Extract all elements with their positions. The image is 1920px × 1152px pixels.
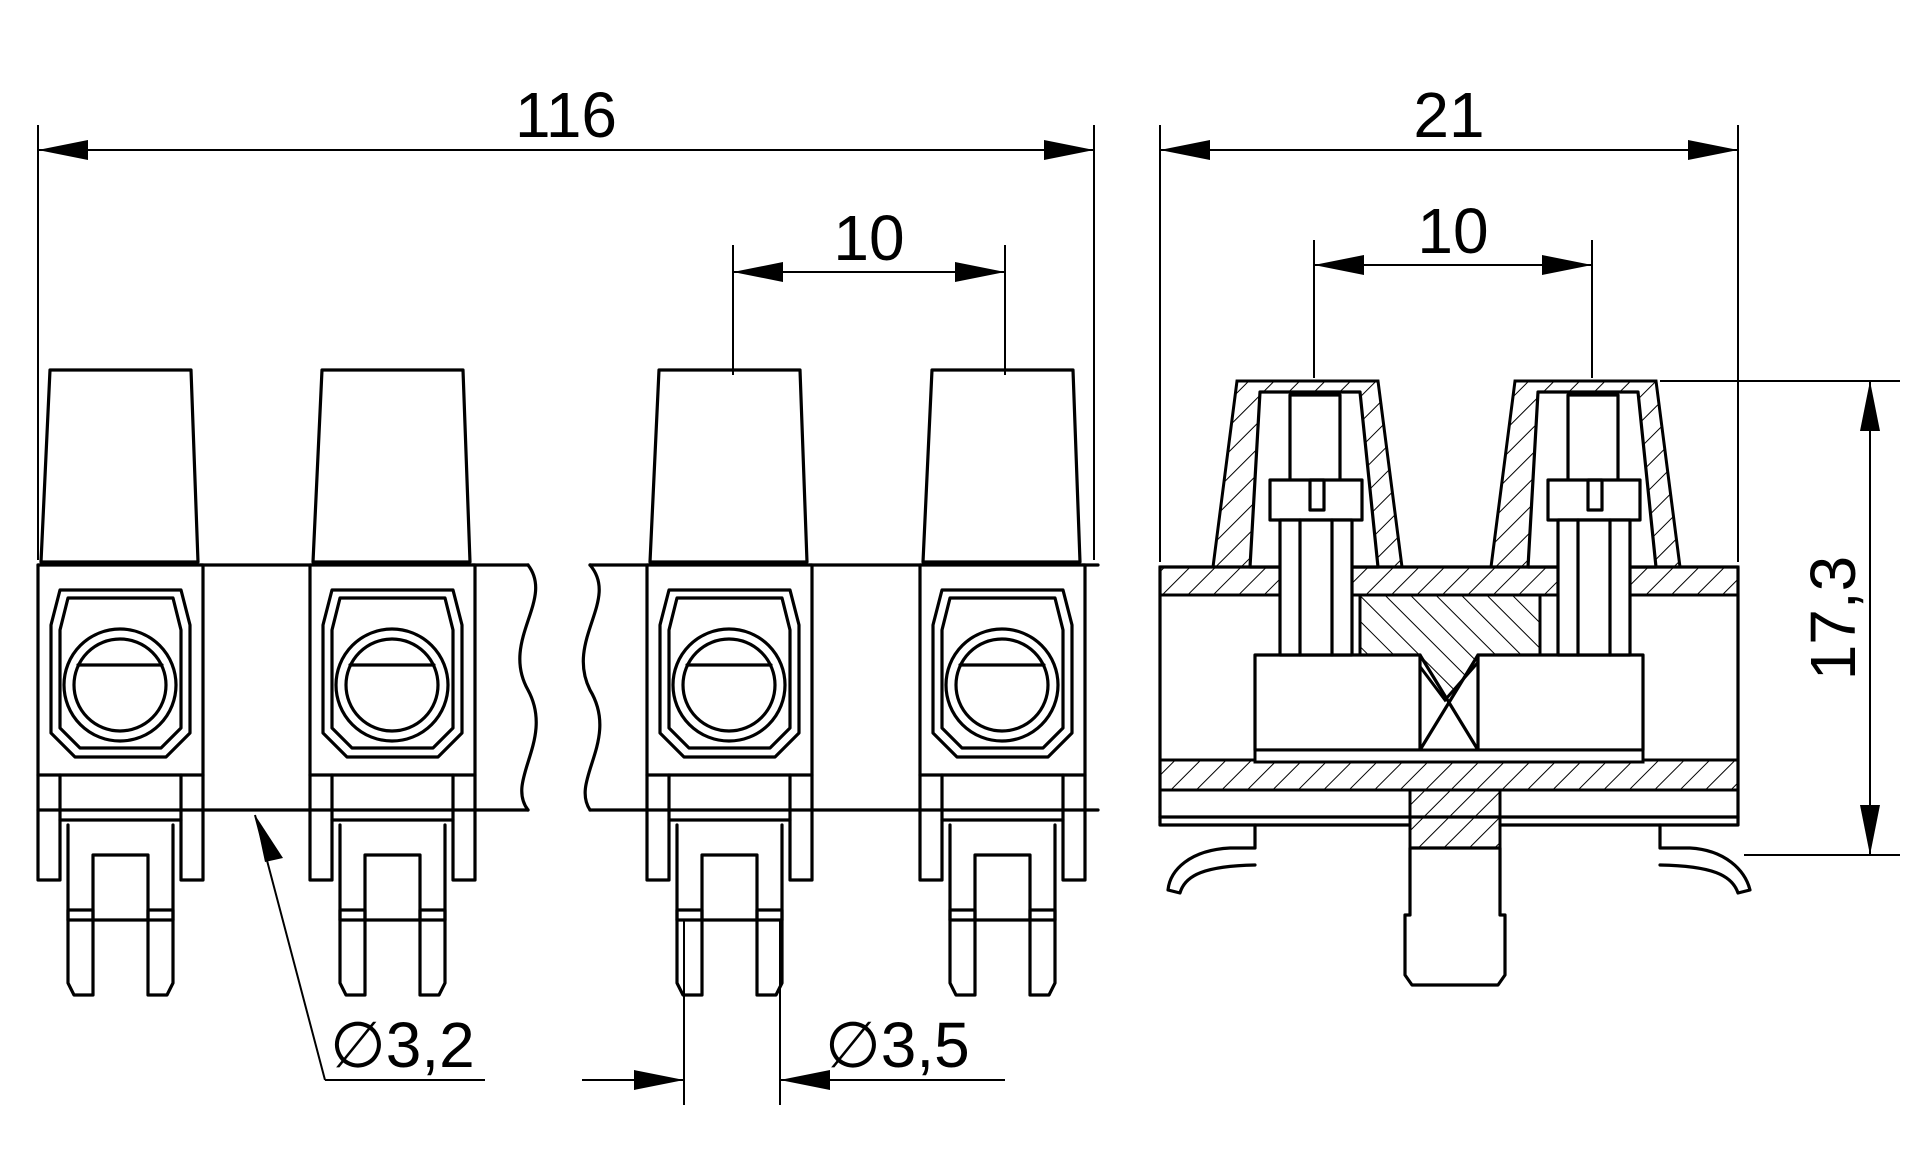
height-label: 17,3 [1797, 556, 1869, 681]
depth-label: 21 [1413, 79, 1484, 151]
side-view: 21 10 17,3 [1158, 79, 1900, 987]
dim-hole-small: ∅3,2 [254, 814, 485, 1081]
dim-hole-large: ∅3,5 [582, 920, 1005, 1105]
overall-length-label: 116 [515, 79, 617, 151]
dim-height: 17,3 [1660, 380, 1900, 856]
front-view: 116 10 ∅3,2 ∅3,5 [36, 79, 1100, 1105]
pitch-side-label: 10 [1417, 195, 1488, 267]
terminal-1 [36, 368, 205, 997]
terminal-3 [645, 368, 814, 997]
hole-small-label: ∅3,2 [330, 1009, 475, 1081]
hole-large-label: ∅3,5 [825, 1009, 970, 1081]
dim-overall-length: 116 [37, 79, 1095, 560]
terminal-2 [308, 368, 477, 997]
dim-depth: 21 [1159, 79, 1739, 562]
screw-right [1546, 393, 1642, 657]
dim-pitch-side: 10 [1313, 195, 1593, 378]
terminal-4 [918, 368, 1087, 997]
pitch-front-label: 10 [833, 202, 904, 274]
screw-left [1268, 393, 1364, 657]
dim-pitch-front: 10 [732, 202, 1006, 375]
